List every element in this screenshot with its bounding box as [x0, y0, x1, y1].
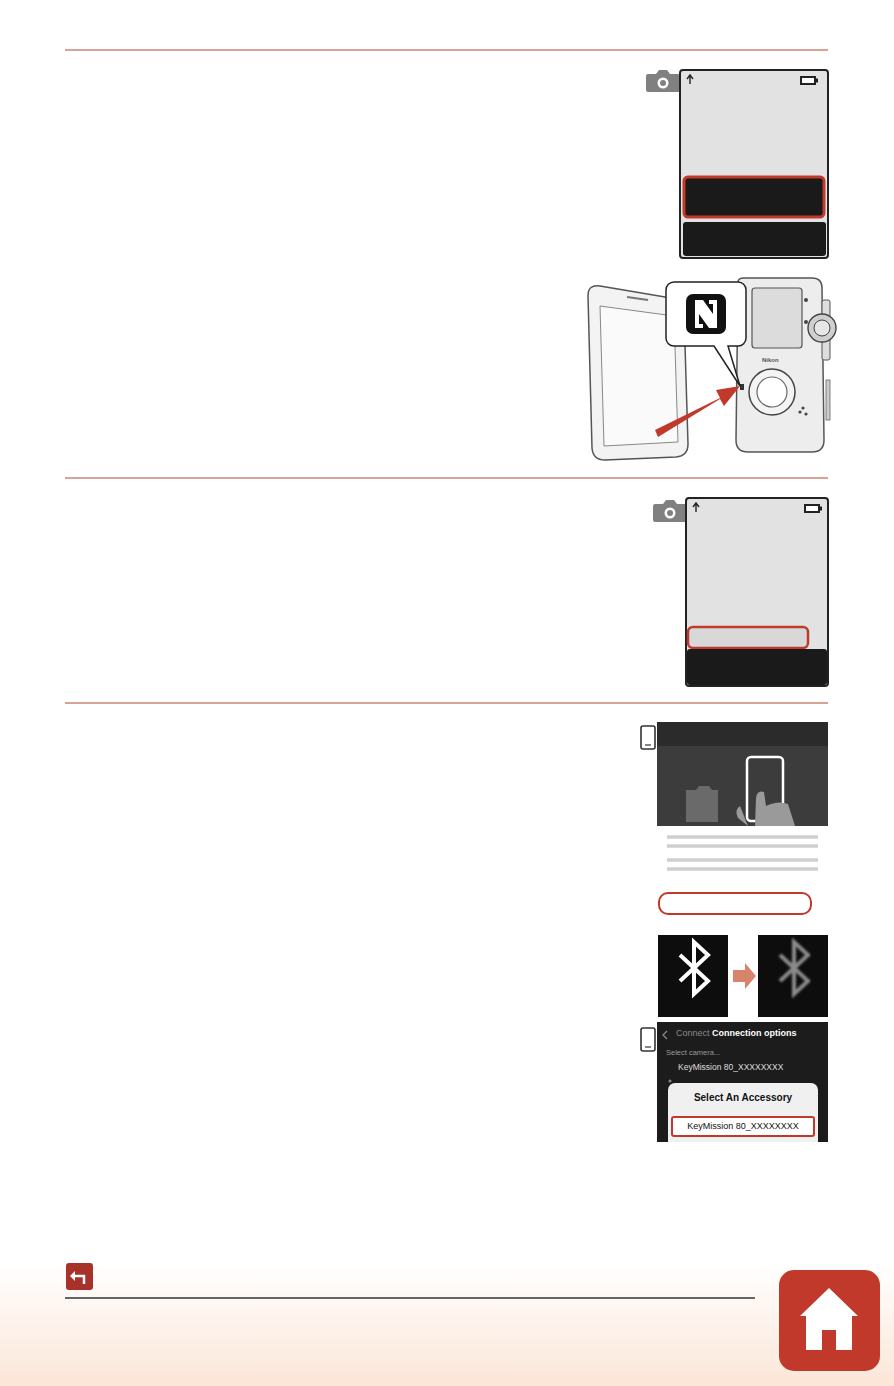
app-screen: [657, 722, 828, 916]
camera-screen: [686, 498, 828, 686]
camera-icon: [646, 70, 680, 92]
nfc-callout: [666, 282, 746, 386]
button-label: KeyMission 80_XXXXXXXX: [673, 1118, 813, 1135]
phone-icon: [641, 1028, 655, 1051]
phone-icon: [641, 726, 655, 749]
screen-text: Connect: [676, 1029, 710, 1039]
accessory-button: KeyMission 80_XXXXXXXX: [671, 1116, 815, 1137]
section-rule: [65, 50, 828, 703]
screen-text: Connection options: [712, 1029, 797, 1039]
screen-text: KeyMission 80_XXXXXXXX: [678, 1063, 783, 1072]
accessory-dialog: Select An AccessoryKeyMission 80_XXXXXXX…: [668, 1083, 818, 1142]
screen-text: Select camera...: [666, 1049, 720, 1057]
touch-arrow: [655, 386, 740, 437]
camera-icon: [653, 500, 687, 522]
app-screen: [657, 1022, 828, 1142]
home-button: [779, 1270, 880, 1371]
footer-band: [0, 1262, 894, 1386]
camera-screen: [680, 70, 828, 258]
brand-name: Nikon: [762, 357, 779, 364]
camera-illustration: [736, 278, 836, 452]
bluetooth-icon: [658, 935, 828, 1017]
dialog-title: Select An Accessory: [668, 1091, 818, 1105]
back-icon: [66, 1263, 93, 1290]
footer-rule: [65, 1297, 755, 1299]
